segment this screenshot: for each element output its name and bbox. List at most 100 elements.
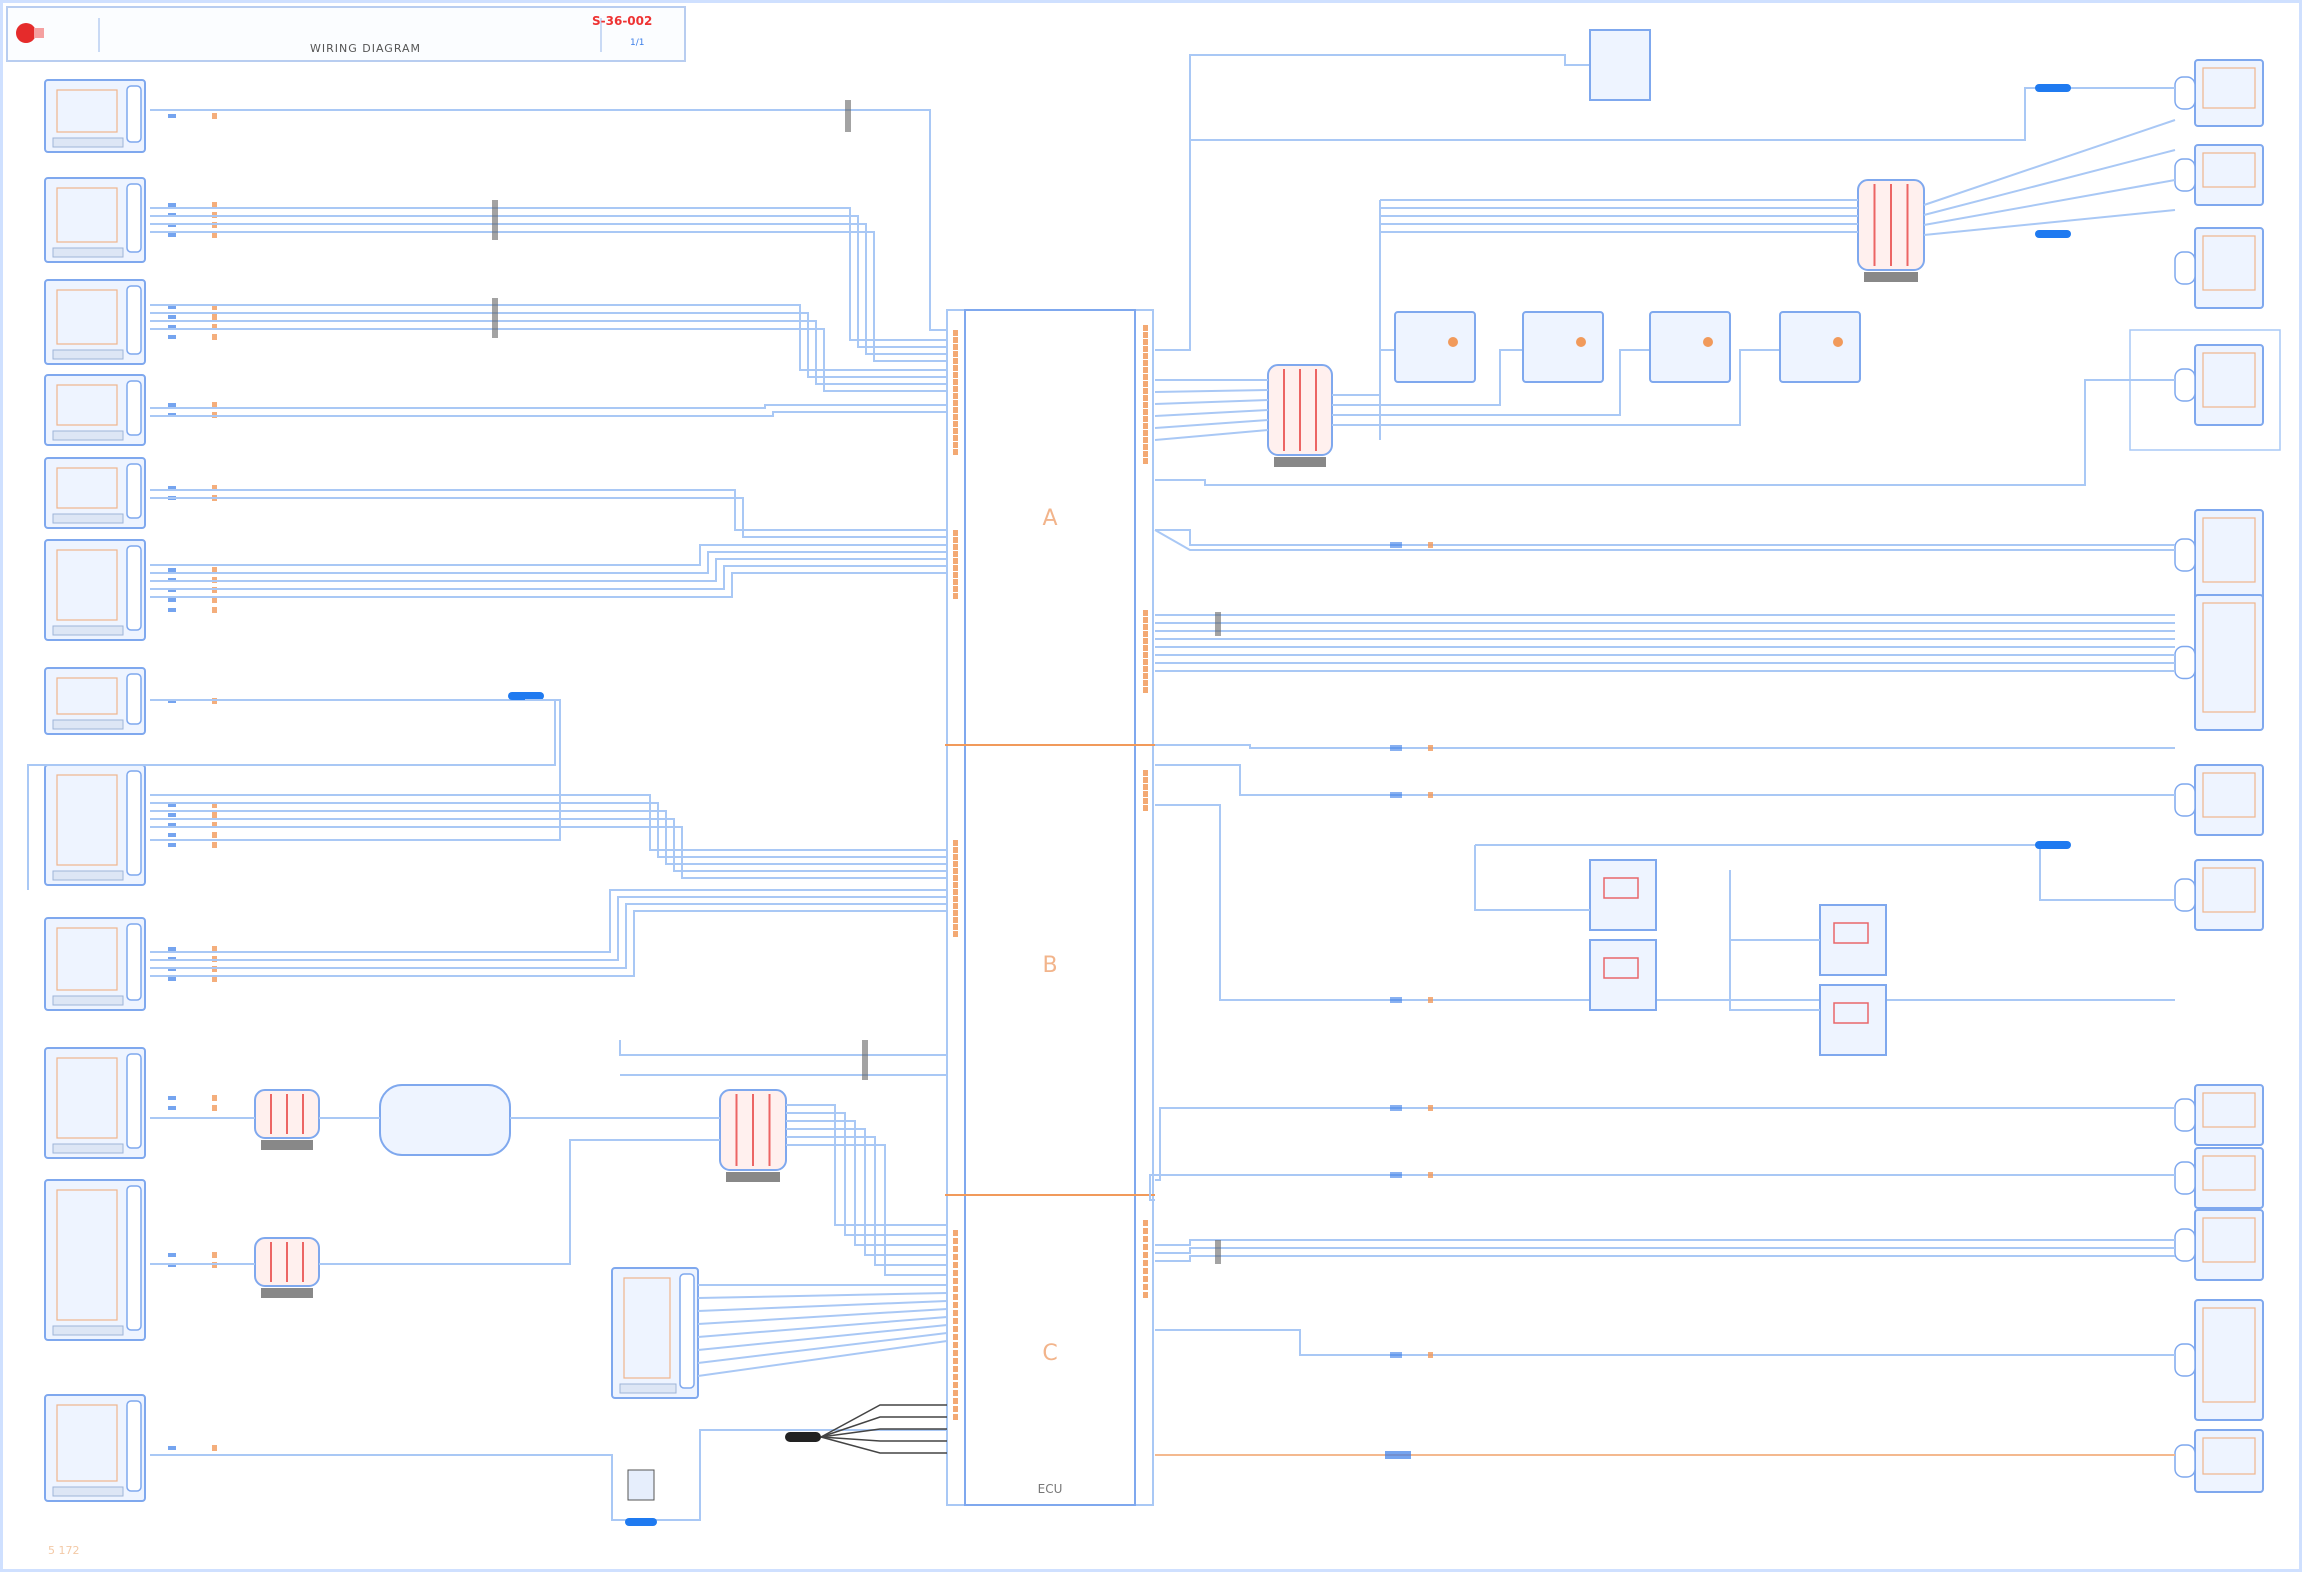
left-component-10-symbol — [56, 1057, 118, 1139]
left-component-2-plug — [126, 183, 142, 253]
connector-pin — [953, 435, 958, 441]
terminal-pin — [1385, 1451, 1411, 1459]
actuator-coil — [1603, 877, 1639, 899]
left-component-13 — [611, 1267, 699, 1399]
wire — [150, 699, 561, 841]
actuator-coil — [1833, 1002, 1869, 1024]
left-component-6-plug — [126, 545, 142, 631]
wire — [150, 320, 947, 385]
left-component-3 — [44, 279, 146, 365]
ecu-section-label: C — [1042, 1341, 1057, 1366]
inline-connector-4-tag — [1274, 457, 1326, 467]
ecu-section-label: A — [1042, 506, 1057, 531]
terminal-pin — [168, 486, 176, 490]
wire — [1923, 149, 2176, 216]
relay-3 — [1649, 311, 1731, 383]
wire — [1154, 389, 1269, 393]
wire — [150, 558, 947, 582]
left-component-7-plug — [126, 673, 142, 725]
connector-pin — [1143, 791, 1148, 797]
connector-pin — [1143, 381, 1148, 387]
terminal-pin — [168, 233, 176, 237]
actuator-4 — [1819, 984, 1887, 1056]
connector-pin — [953, 379, 958, 385]
right-component-symbol — [2202, 152, 2256, 188]
left-component-12-symbol — [56, 1404, 118, 1482]
actuator-3 — [1819, 904, 1887, 976]
connector-pin — [953, 351, 958, 357]
wire — [1332, 349, 1810, 426]
right-component-plug — [2174, 1161, 2196, 1195]
ground-marker — [862, 1040, 868, 1080]
connector-pin — [1143, 353, 1148, 359]
connector-pin — [212, 946, 217, 952]
wire — [1155, 1329, 2175, 1356]
right-component-plug — [2174, 76, 2196, 110]
connector-pin — [1143, 652, 1148, 658]
right-component-symbol — [2202, 1437, 2256, 1475]
left-component-13-plug — [679, 1273, 695, 1389]
connector-pin — [212, 324, 217, 330]
terminal-pin — [168, 203, 176, 207]
wire — [1154, 529, 2175, 551]
wire — [150, 544, 947, 566]
connector-pin — [953, 1270, 958, 1276]
left-component-2-symbol — [56, 187, 118, 243]
connector-pin — [953, 449, 958, 455]
wire — [1923, 179, 2176, 226]
connector-pin — [1143, 770, 1148, 776]
connector-pin — [1143, 451, 1148, 457]
left-component-7-symbol — [56, 677, 118, 715]
wire — [150, 411, 947, 417]
wire — [150, 497, 947, 538]
wire — [150, 889, 947, 953]
wire — [820, 1416, 947, 1438]
left-component-6-tag — [52, 625, 124, 636]
right-component-symbol — [2202, 602, 2256, 713]
connector-pin — [212, 567, 217, 573]
connector-pin — [953, 421, 958, 427]
relay-indicator-icon — [1576, 337, 1586, 347]
wire — [697, 1300, 948, 1312]
connector-pin — [1143, 645, 1148, 651]
wire — [150, 231, 947, 362]
connector-pin — [953, 1326, 958, 1332]
right-component-1 — [2194, 59, 2264, 127]
right-component-6 — [2194, 594, 2264, 731]
left-component-4-plug — [126, 380, 142, 436]
terminal-pin — [168, 315, 176, 319]
wire — [1155, 1107, 2175, 1181]
connector-pin — [212, 1252, 217, 1258]
connector-pin — [212, 485, 217, 491]
connector-pin — [953, 537, 958, 543]
wire — [1154, 409, 1269, 417]
right-component-plug — [2174, 251, 2196, 285]
connector-pin — [953, 861, 958, 867]
wire — [697, 1316, 948, 1338]
terminal-pin — [168, 608, 176, 612]
terminal-pin — [168, 803, 176, 807]
splice-connector-dark — [785, 1432, 821, 1442]
wire — [1155, 764, 2175, 796]
right-component-plug — [2174, 645, 2196, 680]
relay-2 — [1522, 311, 1604, 383]
wire — [1155, 1239, 2175, 1246]
splice-connector — [2035, 841, 2071, 849]
right-component-plug — [2174, 783, 2196, 817]
connector-pin — [953, 1382, 958, 1388]
terminal-pin — [168, 568, 176, 572]
left-component-7 — [44, 667, 146, 735]
connector-pin — [953, 903, 958, 909]
connector-pin — [953, 551, 958, 557]
left-component-6 — [44, 539, 146, 641]
wire — [1154, 399, 1269, 405]
left-component-13-symbol — [623, 1277, 671, 1379]
connector-pin — [953, 1230, 958, 1236]
connector-pin — [212, 1095, 217, 1101]
connector-pin — [1428, 792, 1433, 798]
wire — [1729, 870, 1820, 1011]
wire — [150, 1429, 947, 1521]
connector-pin — [212, 832, 217, 838]
left-component-7-tag — [52, 719, 124, 730]
connector-pin — [1143, 680, 1148, 686]
